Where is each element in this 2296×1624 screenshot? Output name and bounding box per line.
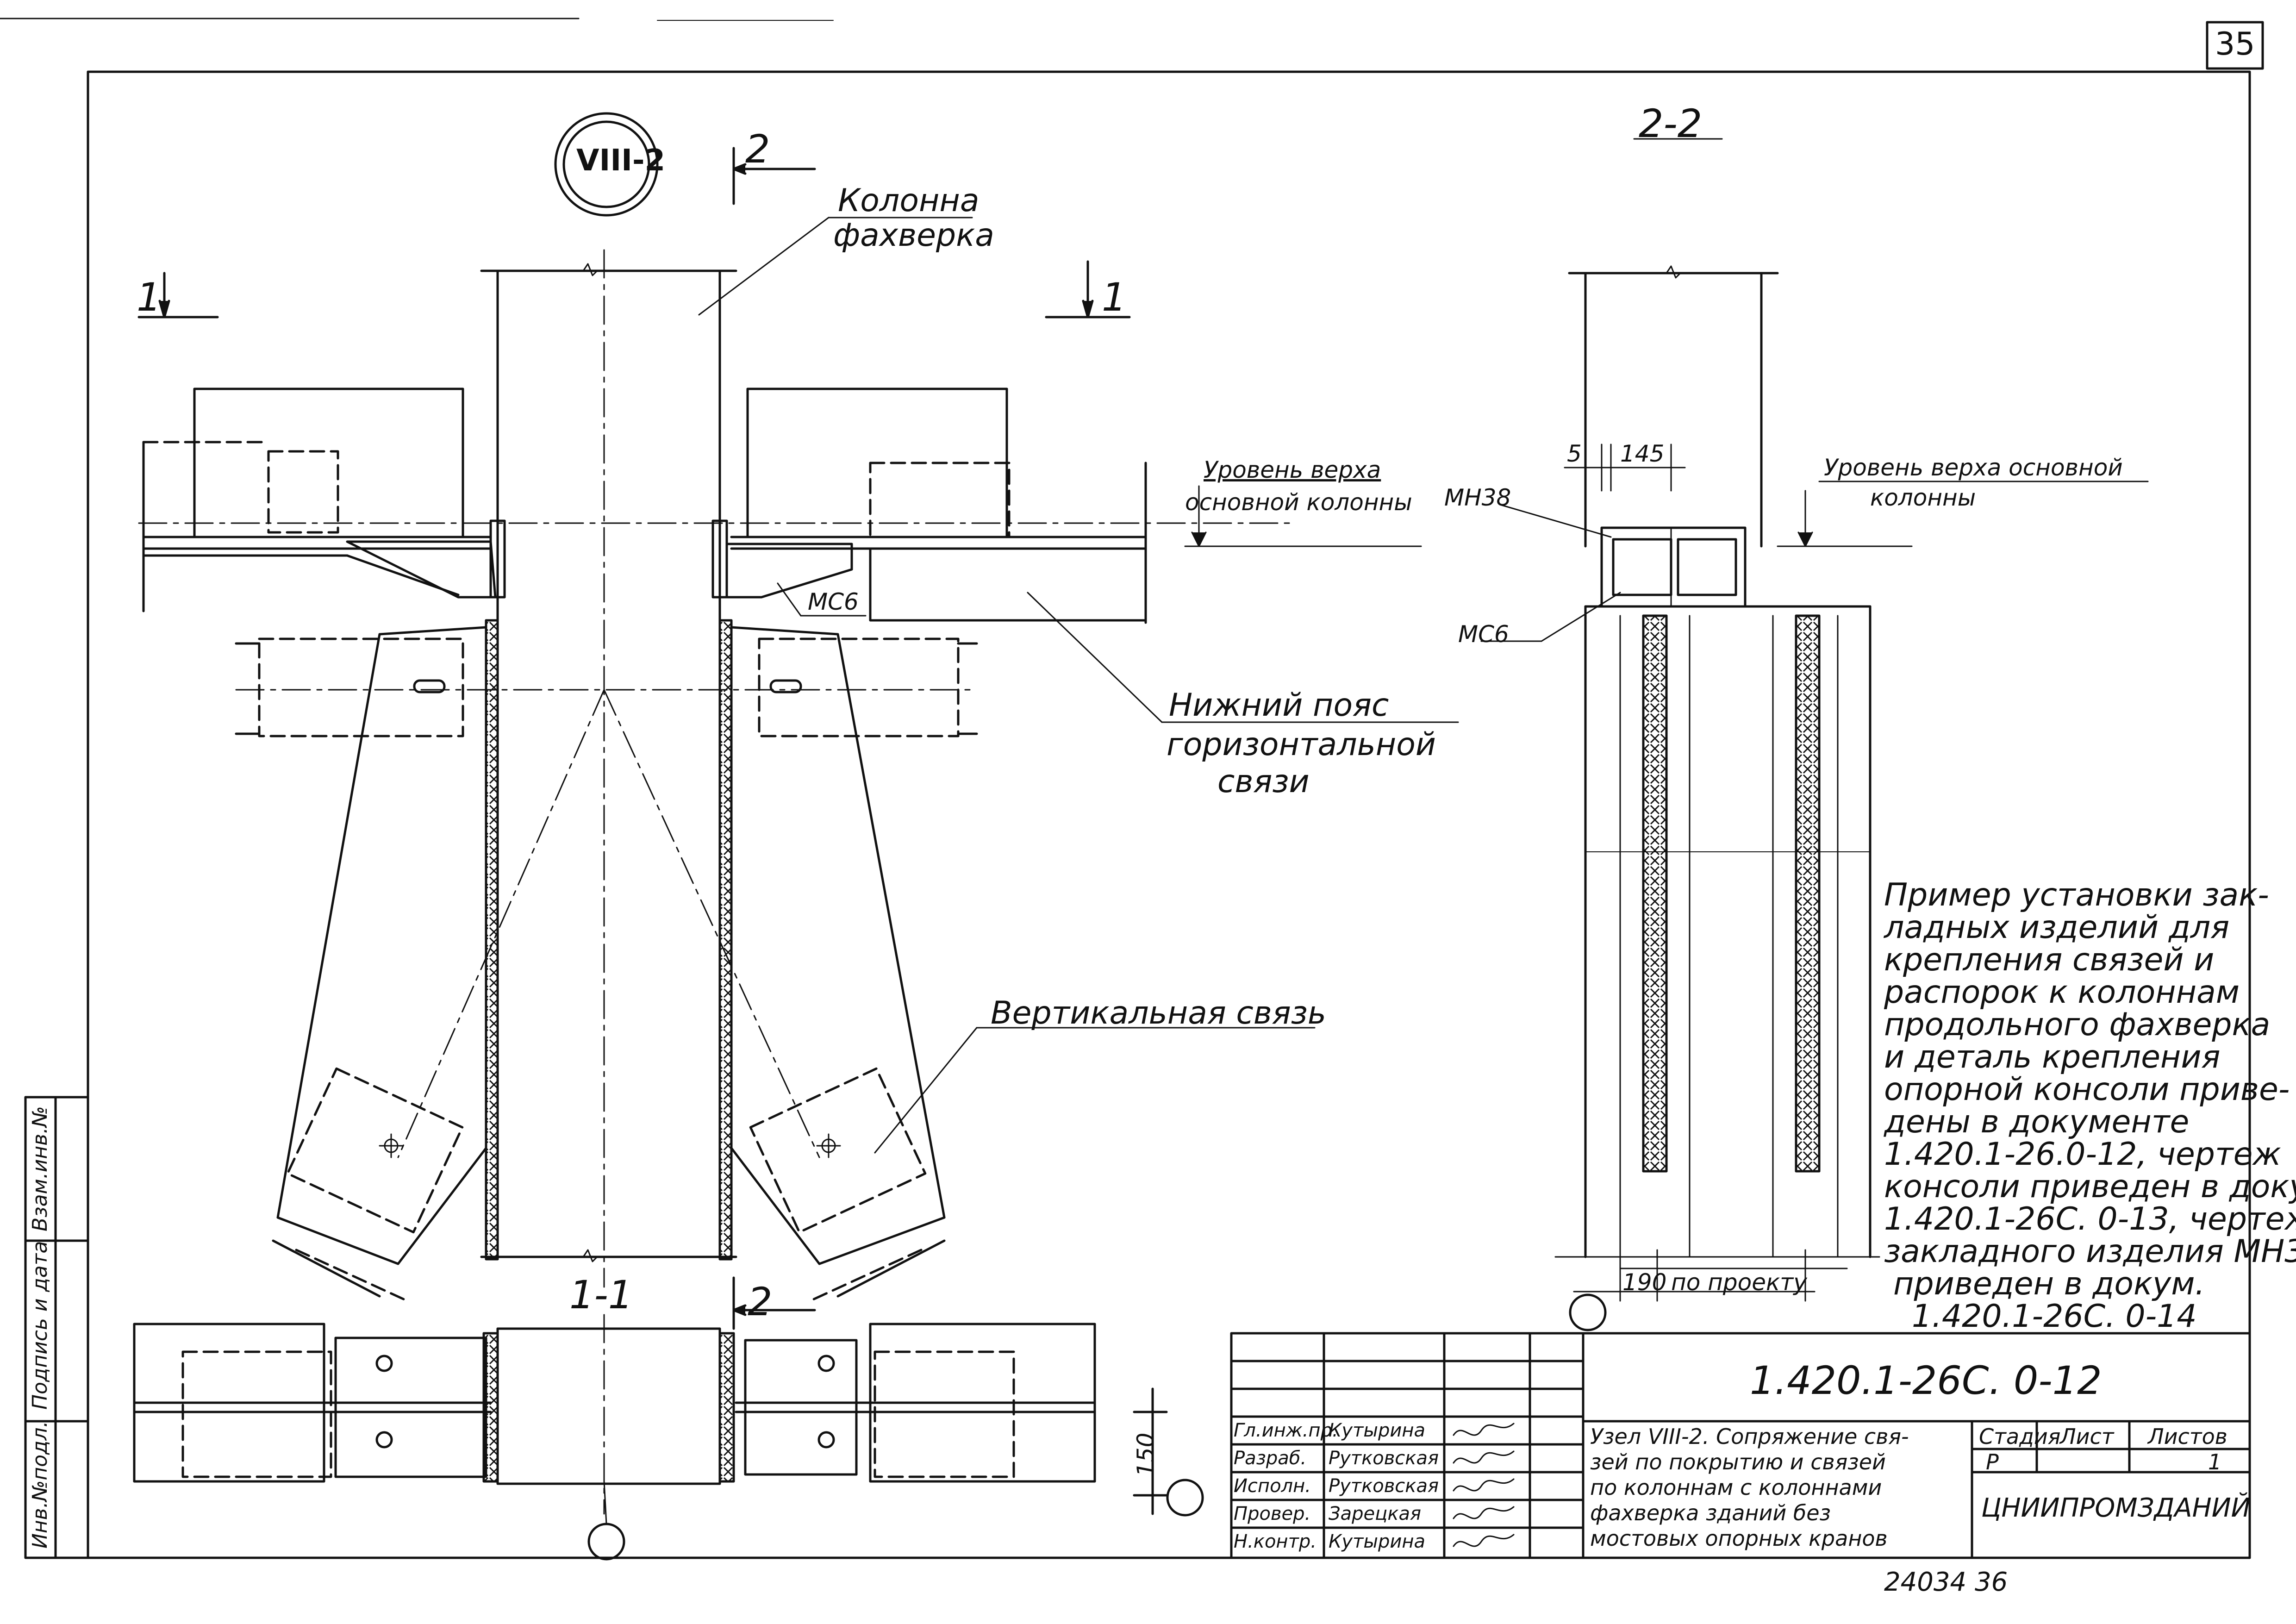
section-1-1-title: 1-1 bbox=[569, 1272, 633, 1318]
name-2: Рутковская bbox=[1329, 1448, 1439, 1469]
cut-mark-1-left: 1 bbox=[137, 275, 162, 320]
bolt-holes bbox=[379, 1133, 841, 1158]
note-line: и деталь крепления bbox=[1884, 1039, 2221, 1075]
dim-145: 145 bbox=[1620, 440, 1665, 467]
role-1: Гл.инж.пр. bbox=[1234, 1420, 1338, 1441]
level-top-right-2: колонны bbox=[1870, 484, 1976, 511]
title-line: мостовых опорных кранов bbox=[1590, 1526, 1888, 1551]
name-4: Зарецкая bbox=[1329, 1503, 1422, 1524]
column-label-1: Колонна bbox=[838, 182, 980, 219]
note-line: продольного фахверка bbox=[1884, 1006, 2271, 1043]
note-line: закладного изделия МН38 bbox=[1884, 1233, 2296, 1270]
note-line: опорной консоли приве- bbox=[1884, 1071, 2290, 1108]
level-top-left-1: Уровень верха bbox=[1204, 456, 1381, 483]
title-line: по колоннам с колоннами bbox=[1590, 1475, 1882, 1500]
section-2-2 bbox=[1554, 265, 1880, 1331]
lower-chord-2: горизонтальной bbox=[1167, 726, 1436, 763]
title-block bbox=[1230, 1332, 2251, 1559]
note-line: консоли приведен в докум. bbox=[1884, 1168, 2296, 1205]
name-5: Кутырина bbox=[1329, 1531, 1426, 1552]
role-4: Провер. bbox=[1234, 1503, 1311, 1524]
note-line: распорок к колоннам bbox=[1884, 974, 2240, 1011]
sheets-header: Листов bbox=[2148, 1424, 2227, 1449]
cut-marks bbox=[137, 147, 1131, 1330]
note-line: крепления связей и bbox=[1884, 942, 2215, 978]
level-top-right-1: Уровень верха основной bbox=[1824, 454, 2123, 481]
side-stamp-replaced-inv: Взам.инв.№ bbox=[28, 1106, 52, 1231]
title-line: Узел VIII-2. Сопряжение свя- bbox=[1590, 1424, 1909, 1449]
mn38-label: МН38 bbox=[1444, 484, 1511, 511]
name-1: Кутырина bbox=[1329, 1420, 1426, 1441]
signatures bbox=[1453, 1423, 1515, 1547]
sheet-number: 35 bbox=[2215, 26, 2255, 62]
dim-5: 5 bbox=[1567, 440, 1582, 467]
plan-axis-circles bbox=[587, 1479, 1204, 1561]
upper-beams-left bbox=[142, 387, 497, 612]
embedded-plates bbox=[485, 519, 733, 1261]
mc6-right: МС6 bbox=[1458, 621, 1509, 648]
section-1-1 bbox=[133, 1323, 1168, 1515]
side-stamp-signature-date: Подпись и дата bbox=[28, 1241, 52, 1410]
dim-190: 190 bbox=[1622, 1269, 1667, 1296]
organization: ЦНИИПРОМЗДАНИЙ bbox=[1981, 1493, 2251, 1523]
column-label-2: фахверка bbox=[833, 217, 994, 254]
level-top-left-2: основной колонны bbox=[1185, 489, 1412, 516]
mc6-left: МС6 bbox=[808, 588, 859, 615]
sheet-header: Лист bbox=[2060, 1424, 2114, 1449]
side-stamp bbox=[24, 1096, 89, 1559]
doc-code: 1.420.1-26С. 0-12 bbox=[1750, 1358, 2102, 1403]
role-3: Исполн. bbox=[1234, 1475, 1311, 1497]
cut-mark-1-right: 1 bbox=[1102, 275, 1127, 320]
note-line: 1.420.1-26С. 0-14 bbox=[1912, 1298, 2197, 1335]
node-mark-label: VIII-2 bbox=[576, 144, 666, 178]
note-line: ладных изделий для bbox=[1884, 909, 2230, 946]
name-3: Рутковская bbox=[1329, 1475, 1439, 1497]
section-2-2-title: 2-2 bbox=[1639, 101, 1703, 146]
side-stamp-inv-no: Инв.№подл. bbox=[28, 1421, 52, 1549]
note-line: Пример установки зак- bbox=[1884, 877, 2269, 913]
lower-chord-1: Нижний пояс bbox=[1169, 687, 1389, 724]
lower-chord-3: связи bbox=[1217, 763, 1310, 800]
note-line: дены в документе bbox=[1884, 1104, 2190, 1140]
dim-150: 150 bbox=[1132, 1432, 1159, 1477]
note-line: 1.420.1-26С. 0-13, чертеж bbox=[1884, 1201, 2296, 1237]
title-line: фахверка зданий без bbox=[1590, 1500, 1831, 1525]
note-line: приведен в докум. bbox=[1893, 1266, 2205, 1302]
column-elevation bbox=[480, 263, 737, 1262]
role-2: Разраб. bbox=[1234, 1448, 1307, 1469]
cut-mark-2-top: 2 bbox=[745, 126, 770, 172]
gusset-right bbox=[730, 626, 946, 1302]
role-5: Н.контр. bbox=[1234, 1531, 1316, 1552]
centerlines bbox=[138, 249, 1297, 1288]
stage-value: Р bbox=[1986, 1449, 1999, 1474]
inventory-stamp: 24034 36 bbox=[1884, 1567, 2008, 1597]
note-line: 1.420.1-26.0-12, чертеж bbox=[1884, 1136, 2281, 1173]
lower-chord-left bbox=[235, 637, 464, 737]
gusset-left bbox=[272, 626, 487, 1302]
sheet-frame bbox=[0, 18, 2264, 1559]
dim-per-project: по проекту bbox=[1671, 1269, 1807, 1296]
upper-beams-right bbox=[725, 387, 1147, 624]
lower-chord-right bbox=[758, 637, 978, 737]
stage-header: Стадия bbox=[1979, 1424, 2061, 1449]
sheets-value: 1 bbox=[2208, 1449, 2222, 1474]
section-2-2-dims bbox=[1480, 138, 2149, 642]
node-mark bbox=[554, 112, 659, 217]
vertical-brace-label: Вертикальная связь bbox=[991, 995, 1326, 1031]
cut-mark-2-bottom: 2 bbox=[748, 1279, 773, 1324]
title-line: зей по покрытию и связей bbox=[1590, 1449, 1886, 1474]
leader-lines bbox=[698, 217, 1459, 1154]
